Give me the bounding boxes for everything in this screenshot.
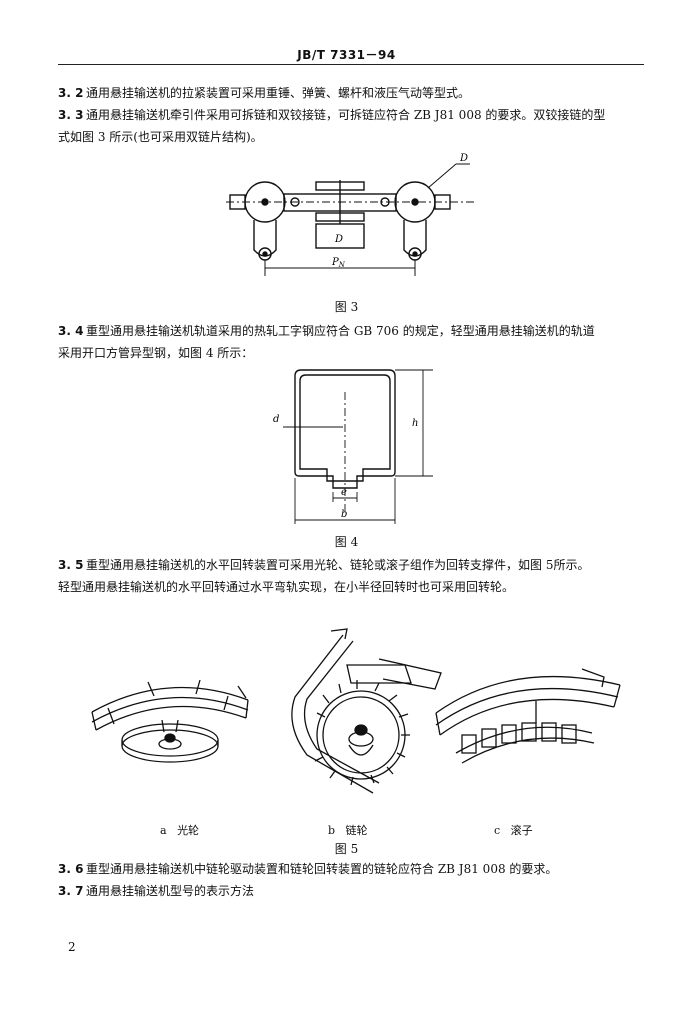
figure-5b-subcaption: b 链轮 bbox=[328, 822, 368, 838]
fig3-label-d-mid: D bbox=[334, 234, 343, 245]
page-number: 2 bbox=[68, 940, 76, 954]
figure-5c-subcaption: c 滚子 bbox=[494, 822, 533, 838]
paragraph-3-5-cont: 轻型通用悬挂输送机的水平回转通过水平弯轨实现，在小半径回转时也可采用回转轮。 bbox=[58, 576, 648, 598]
figure-5b-sprocket-drawing bbox=[291, 628, 442, 794]
paragraph-text: 重型通用悬挂输送机轨道采用的热轧工字钢应符合 GB 706 的规定，轻型通用悬挂… bbox=[86, 324, 595, 338]
fig4-label-h: h bbox=[412, 418, 418, 429]
figure-5a-subcaption: a 光轮 bbox=[160, 822, 199, 838]
fig3-label-pn: PN bbox=[331, 257, 346, 269]
figure-5c-roller-group-drawing bbox=[435, 668, 621, 764]
paragraph-text: 通用悬挂输送机型号的表示方法 bbox=[86, 884, 255, 898]
paragraph-text: 重型通用悬挂输送机的水平回转装置可采用光轮、链轮或滚子组作为回转支撑件，如图 5… bbox=[86, 558, 590, 572]
fig4-label-b: b bbox=[341, 509, 347, 520]
clause-number: 3. 7 bbox=[58, 884, 84, 898]
paragraph-3-3-cont: 式如图 3 所示(也可采用双链片结构)。 bbox=[58, 126, 648, 148]
figure-5-caption: 图 5 bbox=[334, 842, 359, 856]
subcaption-name: 滚子 bbox=[510, 824, 533, 837]
paragraph-text: 通用悬挂输送机牵引件采用可拆链和双铰接链，可拆链应符合 ZB J81 008 的… bbox=[86, 108, 606, 122]
header-rule bbox=[58, 64, 644, 65]
paragraph-text: 轻型通用悬挂输送机的水平回转通过水平弯轨实现，在小半径回转时也可采用回转轮。 bbox=[58, 580, 515, 594]
paragraph-text: 式如图 3 所示(也可采用双链片结构)。 bbox=[58, 130, 263, 144]
fig4-label-d: d bbox=[273, 414, 279, 425]
fig3-label-pn-main: P bbox=[331, 257, 339, 268]
paragraph-text: 采用开口方管异型钢，如图 4 所示： bbox=[58, 346, 254, 360]
fig3-label-pn-sub: N bbox=[338, 261, 346, 269]
figure-4-caption: 图 4 bbox=[334, 535, 359, 549]
fig4-label-e: e bbox=[341, 487, 347, 498]
subcaption-letter: b bbox=[328, 824, 336, 837]
clause-number: 3. 4 bbox=[58, 324, 84, 338]
subcaption-letter: c bbox=[494, 824, 501, 837]
fig3-label-d-top: D bbox=[459, 153, 468, 164]
paragraph-text: 通用悬挂输送机的拉紧装置可采用重锤、弹簧、螺杆和液压气动等型式。 bbox=[86, 86, 471, 100]
document-code-header: JB/T 7331－94 bbox=[297, 48, 396, 62]
subcaption-name: 光轮 bbox=[177, 824, 200, 837]
paragraph-text: 重型通用悬挂输送机中链轮驱动装置和链轮回转装置的链轮应符合 ZB J81 008… bbox=[86, 862, 558, 876]
clause-number: 3. 3 bbox=[58, 108, 84, 122]
subcaption-name: 链轮 bbox=[345, 824, 368, 837]
paragraph-3-4-cont: 采用开口方管异型钢，如图 4 所示： bbox=[58, 342, 648, 364]
clause-number: 3. 5 bbox=[58, 558, 84, 572]
clause-number: 3. 6 bbox=[58, 862, 84, 876]
subcaption-letter: a bbox=[160, 824, 167, 837]
figure-3-chain-drawing: D D PN bbox=[226, 153, 474, 276]
clause-number: 3. 2 bbox=[58, 86, 84, 100]
figure-4-track-profile: d h e b bbox=[273, 369, 433, 524]
figure-3-caption: 图 3 bbox=[334, 300, 359, 314]
figure-5a-plain-wheel-drawing bbox=[91, 679, 249, 763]
